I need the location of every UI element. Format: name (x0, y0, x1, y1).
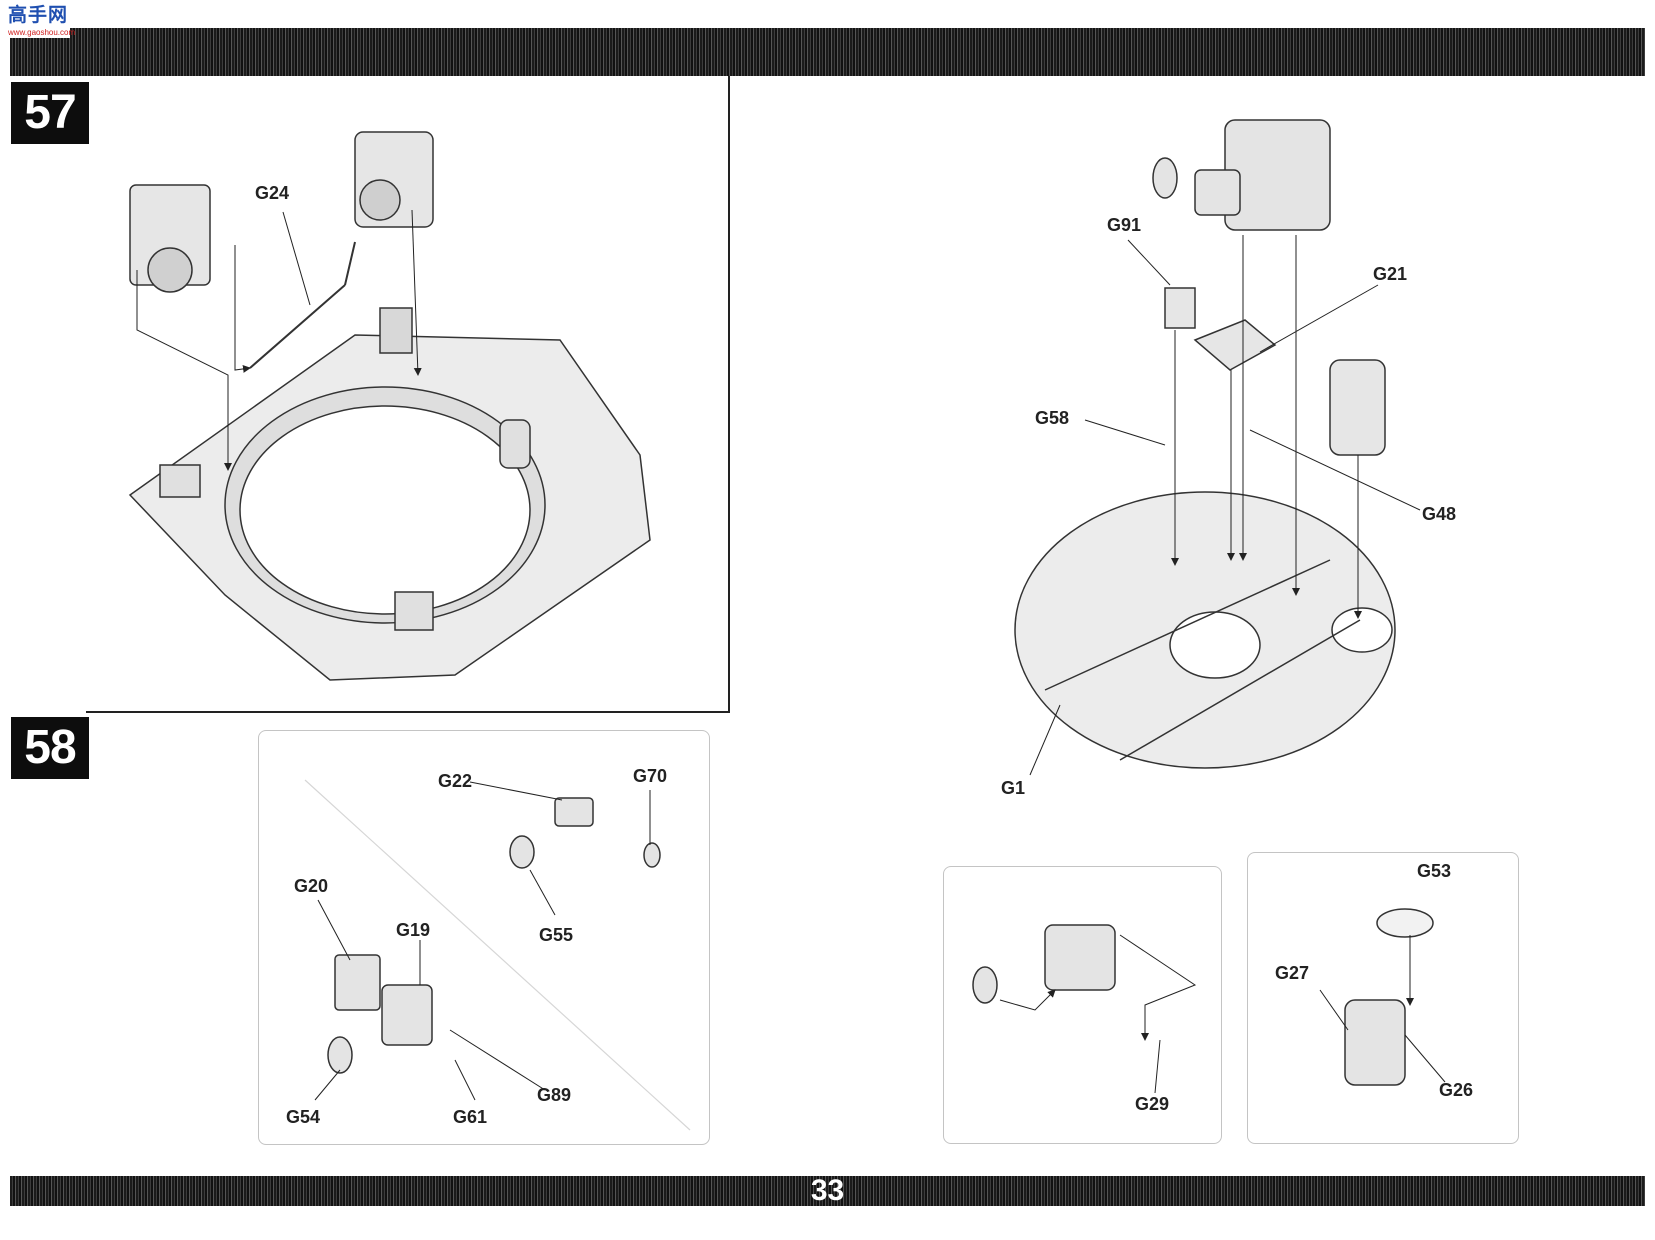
gearbox-drawing (1152, 119, 1331, 231)
part-label-g54: G54 (286, 1107, 321, 1127)
step-58-subassembly-box (258, 730, 710, 1145)
box-divider-line (304, 779, 691, 1131)
part-label-g27: G27 (1275, 963, 1310, 983)
part-label-g1: G1 (1001, 778, 1026, 798)
part-label-g22: G22 (438, 771, 473, 791)
step-57-frame (86, 76, 730, 713)
part-label-g26: G26 (1439, 1080, 1474, 1100)
part-label-g21: G21 (1373, 264, 1408, 284)
engine-assembly-drawing (129, 131, 434, 293)
part-label-g70: G70 (633, 766, 668, 786)
g53-lid-drawing (1376, 908, 1434, 938)
g29-detail-box (943, 866, 1222, 1144)
step-number-57: 57 (11, 82, 89, 144)
g1-turret-floor-drawing (1014, 491, 1396, 769)
part-label-g53: G53 (1417, 861, 1452, 881)
g48-part-drawing (1329, 359, 1386, 456)
g26-g27-drum-drawing (1344, 999, 1406, 1086)
part-label-g29: G29 (1135, 1094, 1170, 1114)
top-decorative-band (10, 28, 1645, 76)
site-logo[interactable]: 高手网 www.gaoshou.com (8, 4, 76, 38)
part-label-g55: G55 (539, 925, 574, 945)
bottom-decorative-band (10, 1176, 1645, 1206)
step-58-parts-drawing (327, 797, 661, 1074)
g21-part-drawing (1193, 319, 1277, 371)
part-label-g58: G58 (1035, 408, 1070, 428)
step-number-58: 58 (11, 717, 89, 779)
part-label-g19: G19 (396, 920, 431, 940)
page-number: 33 (810, 1174, 845, 1207)
turret-floor-plate-drawing (128, 307, 651, 681)
g29-gearbox-drawing (1044, 924, 1116, 991)
part-label-g24: G24 (255, 183, 290, 203)
part-label-g89: G89 (537, 1085, 572, 1105)
part-label-g91: G91 (1107, 215, 1142, 235)
g91-part-drawing (1164, 287, 1196, 329)
logo-text: 高手网 (8, 5, 69, 26)
part-label-g48: G48 (1422, 504, 1457, 524)
g24-shaft-drawing (249, 241, 356, 369)
part-label-g61: G61 (453, 1107, 488, 1127)
part-label-g20: G20 (294, 876, 329, 896)
logo-url: www.gaoshou.com (8, 28, 76, 37)
g26-detail-box (1247, 852, 1519, 1144)
